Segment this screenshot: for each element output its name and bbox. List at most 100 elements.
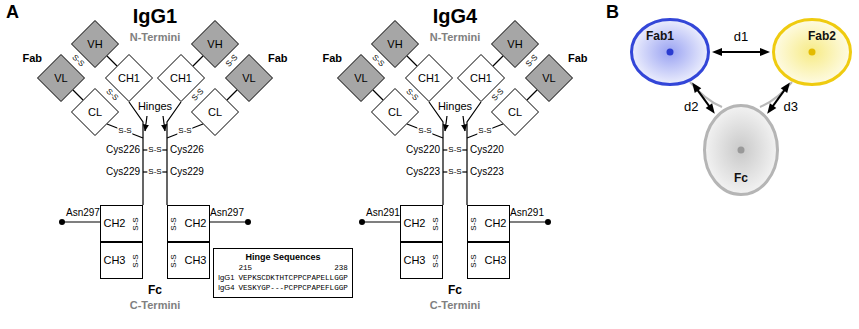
domain-label: CH3 [403, 254, 425, 267]
sequence-text: VEPKSCDKTHTCPPCPAPELLGGP [238, 274, 347, 283]
domain-label: CH3 [103, 254, 125, 267]
ellipse-shape [630, 18, 710, 86]
disulfide-label: S-S [147, 168, 162, 176]
glycosylation-label: Asn297 [66, 207, 100, 219]
arrow-head [712, 48, 722, 56]
domain-label: CL [208, 106, 222, 119]
fragment-ellipse: Fc [703, 104, 779, 196]
igg1-chains [59, 56, 251, 225]
panel-letter: B [606, 2, 619, 24]
disulfide-label: S-S [170, 254, 178, 267]
domain-label: CH1 [118, 72, 140, 85]
disulfide-label: S-S [470, 254, 478, 267]
domain-label: VL [242, 72, 255, 85]
fragment-label: Fab [268, 52, 288, 65]
position-number: 215 [238, 264, 252, 273]
domain-label: CH3 [484, 254, 506, 267]
domain-label: CH2 [403, 217, 425, 230]
glycosylation-label: Asn297 [210, 207, 244, 219]
fragment-label: Fab [568, 52, 588, 65]
domain-label: VH [507, 38, 522, 51]
disulfide-label: S-S [117, 127, 132, 135]
residue-label: Cys220 [470, 144, 504, 156]
domain-label: VL [354, 72, 367, 85]
domain-label: CH1 [470, 72, 492, 85]
glycosylation-label: Asn291 [510, 207, 544, 219]
isotype-title: IgG4 [433, 4, 477, 28]
arrow-head [781, 83, 790, 93]
domain-label: CL [508, 106, 522, 119]
disulfide-label: S-S [170, 217, 178, 230]
distance-label: d3 [781, 100, 799, 114]
fragment-name: Fab2 [808, 30, 836, 44]
glycosylation-label: Asn291 [366, 207, 400, 219]
domain-label: CL [388, 106, 402, 119]
arrow-head [760, 48, 770, 56]
isotype-name: IgG1 [218, 274, 234, 283]
disulfide-label: S-S [417, 127, 432, 135]
residue-label: Cys223 [470, 166, 504, 178]
fragment-label: Fc [448, 283, 462, 297]
residue-label: Cys229 [106, 166, 140, 178]
residue-label: Cys226 [106, 144, 140, 156]
domain-label: CH1 [418, 72, 440, 85]
distance-arrow [712, 48, 770, 56]
fragment-label: Fc [148, 283, 162, 297]
domain-label: VH [87, 38, 102, 51]
disulfide-label: S-S [132, 217, 140, 230]
fragment-label: Fab [322, 52, 342, 65]
fragment-ellipse: Fab1 [630, 18, 710, 86]
hinge-label: Hinges [138, 100, 172, 113]
arrow-head [767, 103, 776, 113]
center-dot [809, 49, 816, 56]
arrow-head [706, 103, 715, 113]
disulfide-label: S-S [177, 127, 192, 135]
domain-label: CH2 [184, 217, 206, 230]
residue-label: Cys226 [170, 144, 204, 156]
terminus-label: C-Termini [430, 299, 481, 312]
sequence-text: VESKYGP---PCPPCPAPEFLGGP [238, 284, 347, 293]
disulfide-label: S-S [432, 254, 440, 267]
distance-label: d1 [732, 30, 750, 44]
sequence-box: Hinge Sequences 215 238IgG1 VEPKSCDKTHTCPPC… [213, 248, 353, 298]
fragment-ellipse: Fab2 [772, 18, 852, 86]
residue-label: Cys220 [406, 144, 440, 156]
ellipse-shape [772, 18, 852, 86]
fragment-label: Fab [22, 52, 42, 65]
box-heading: Hinge Sequences [218, 252, 348, 262]
domain-label: VL [54, 72, 67, 85]
fragment-name: Fc [703, 172, 779, 186]
arrow-head [692, 83, 701, 93]
domain-label: CH3 [184, 254, 206, 267]
position-number: 238 [334, 264, 348, 273]
distance-label: d2 [682, 100, 700, 114]
residue-label: Cys223 [406, 166, 440, 178]
domain-label: VH [387, 38, 402, 51]
hinge-label: Hinges [438, 100, 472, 113]
terminus-label: N-Termini [430, 31, 481, 44]
terminus-label: N-Termini [130, 31, 181, 44]
residue-label: Cys229 [170, 166, 204, 178]
center-dot [667, 49, 674, 56]
disulfide-label: S-S [477, 127, 492, 135]
domain-label: CH2 [484, 217, 506, 230]
terminus-label: C-Termini [130, 299, 181, 312]
ellipse-outline [632, 20, 709, 85]
isotype-title: IgG1 [133, 4, 177, 28]
disulfide-label: S-S [147, 146, 162, 154]
disulfide-label: S-S [470, 217, 478, 230]
domain-label: VL [542, 72, 555, 85]
panel-letter: A [6, 2, 19, 24]
disulfide-label: S-S [447, 146, 462, 154]
disulfide-label: S-S [447, 168, 462, 176]
disulfide-label: S-S [432, 217, 440, 230]
domain-label: CH1 [170, 72, 192, 85]
arrow-line [720, 51, 762, 53]
domain-label: VH [207, 38, 222, 51]
isotype-name: IgG4 [218, 284, 234, 293]
disulfide-label: S-S [132, 254, 140, 267]
center-dot [738, 147, 745, 154]
sequence-table: 215 238IgG1 VEPKSCDKTHTCPPCPAPELLGGP IgG4 VE… [218, 264, 348, 292]
ellipse-outline [774, 20, 851, 85]
